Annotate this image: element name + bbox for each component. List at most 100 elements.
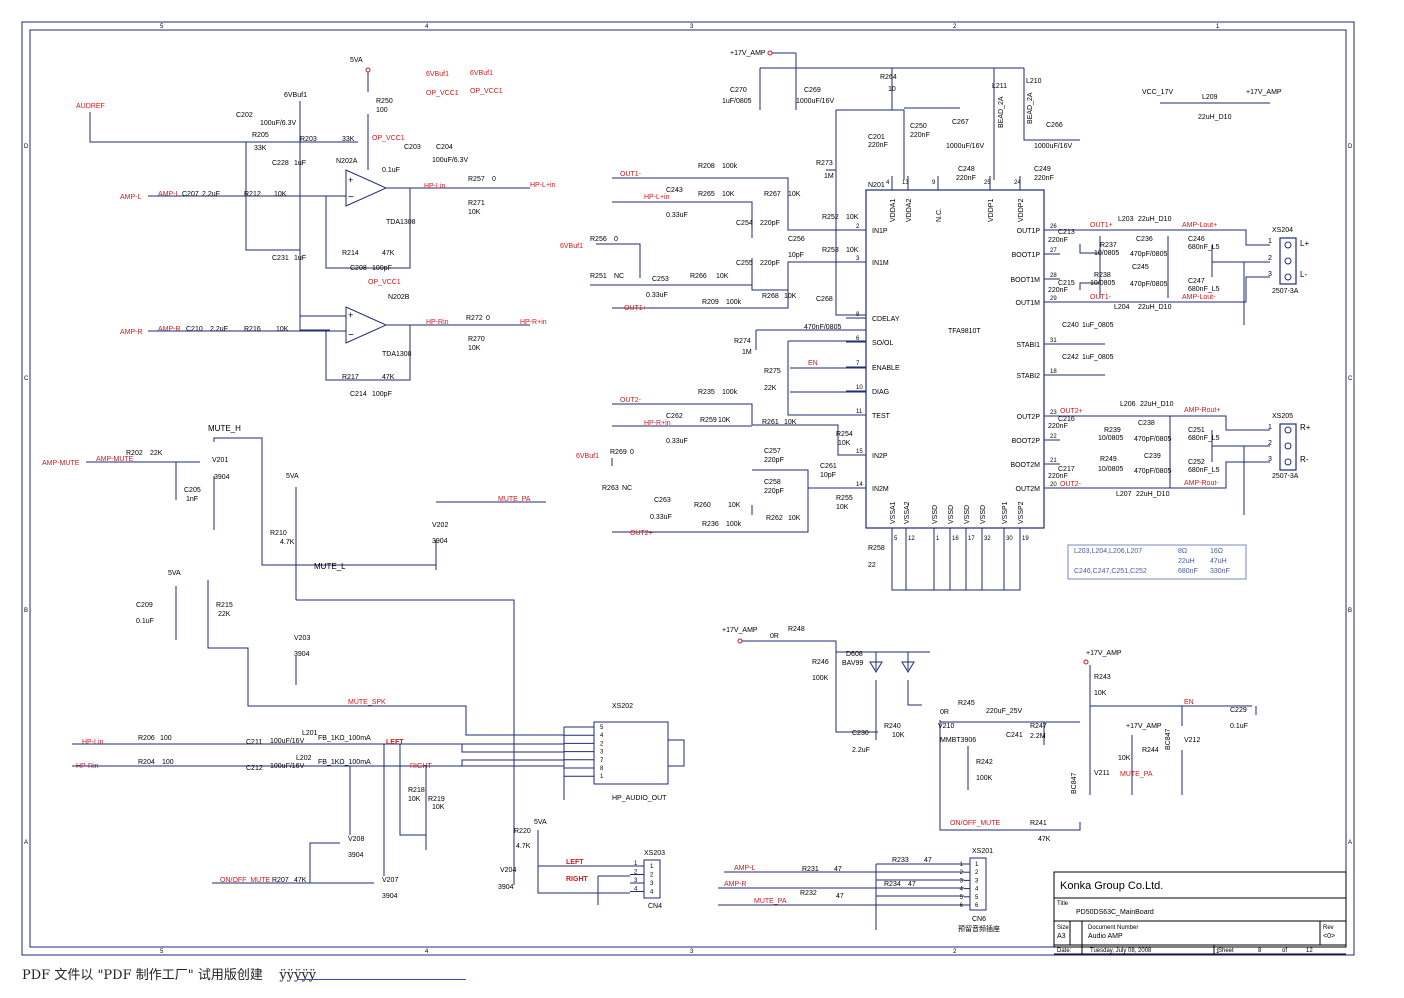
net-left-a: LEFT [386,739,404,746]
r261-ref: R261 [762,419,779,426]
r231-ref: R231 [802,866,819,873]
hp-output-section: HP-Lin HP-Rin R206 100 R204 100 C211 100… [72,703,685,910]
net-opvcc1-a: OP_VCC1 [372,135,405,142]
tfa-part: TFA9810T [948,328,981,335]
c236-value: 470pF/0805 [1130,251,1167,258]
xs203-pin-3: 3 [650,881,654,887]
svg-text:−: − [348,192,354,203]
tfa-pin-vssa1-0: VSSA1 [890,501,897,524]
tfa-pin-vssd-3: VSSD [948,505,955,524]
r220-ref: R220 [514,828,531,835]
net-out1m-in: OUT1- [620,171,642,178]
net-6vbuf1-left: 6VBuf1 [284,92,307,99]
table-cell-r0-c1: 8Ω [1178,548,1187,555]
r274-value: 1M [742,349,752,356]
footer-link[interactable]: ÿÿÿÿÿ [279,968,317,983]
outer-border [21,21,1355,956]
net-amp-rout-m: AMP-Rout- [1184,480,1219,487]
xs202-pin-8: 8 [600,766,604,772]
xs203-pin-4: 4 [650,890,654,896]
r209-ref: R209 [702,299,719,306]
c214-ref: C214 [350,391,367,398]
xs201-ref: XS201 [972,848,993,855]
tfa-pin-num-28: 28 [1050,273,1057,279]
r268-ref: R268 [762,293,779,300]
c238-value: 470pF/0805 [1134,436,1171,443]
rev-label: Rev [1323,925,1334,931]
c245-value: 470pF/0805 [1130,281,1167,288]
tfa-ref: N201 [868,182,885,189]
net-hp-l-in-b: HP-L+in [644,194,670,201]
r214-ref: R214 [342,250,359,257]
xs201-section: AMP-L AMP-R MUTE_PA R231 47 R233 47 R234… [718,848,1000,933]
xs204-lminus: L- [1300,270,1307,279]
tfa-pin-in2p: IN2P [872,453,888,460]
r234-value: 47 [908,881,916,888]
c214-value: 100pF [372,391,392,398]
rev-value: <0> [1323,933,1335,940]
net-left-b: LEFT [566,859,584,866]
r247-ref: R247 [1030,723,1047,730]
r248-ref: R248 [788,626,805,633]
c205-ref: C205 [184,487,201,494]
c251-ref: C251 [1188,427,1205,434]
xs203-pin-num-2: 2 [634,870,638,876]
c261-value: 10pF [820,472,836,479]
r206-ref: R206 [138,735,155,742]
v204-part: 3904 [498,884,514,891]
r262-value: 10K [788,515,801,522]
tfa-pin-num-17: 17 [968,536,975,542]
xs202-pin-2: 2 [600,741,604,747]
tfa-pin-in1p: IN1P [872,228,888,235]
r249-value: 10/0805 [1098,466,1123,473]
tfa-pin-vssd-4: VSSD [964,505,971,524]
c204-ref: C204 [436,144,453,151]
svg-text:3: 3 [1268,271,1272,278]
c246-value: 680nF_L5 [1188,244,1220,251]
tfa-pin-num-22: 22 [1050,434,1057,440]
net-6vbuf1-c: 6VBuf1 [576,453,599,460]
r253-value: 10K [846,247,859,254]
c242-ref: C242 [1062,354,1079,361]
v207-part: 3904 [382,893,398,900]
tfa-pin-num-10: 10 [856,385,863,391]
net-amp-l: AMP-L [120,194,142,201]
tfa-pin-cdelay: CDELAY [872,316,900,323]
xs203-pin-num-3: 3 [634,878,638,884]
xs201-pin-num-1: 1 [960,862,964,868]
tfa-pin-out1p: OUT1P [1017,228,1041,235]
tfa-pin-num-16: 16 [952,536,959,542]
net-out2m-in: OUT2- [620,397,642,404]
tfa-pin-out2m: OUT2M [1016,486,1041,493]
r273-ref: R273 [816,160,833,167]
zone-row-left-A: A [24,840,28,846]
tfa-pin-nc: N.C. [936,208,943,222]
r204-value: 100 [162,759,174,766]
tfa-pin-num-30: 30 [1006,536,1013,542]
l210-ref: L210 [1026,78,1042,85]
c248-ref: C248 [958,166,975,173]
table-cell-r2-c2: 330nF [1210,568,1230,575]
net-mute-pa-c: MUTE_PA [754,898,787,905]
c266-ref: C266 [1046,122,1063,129]
svg-text:2: 2 [1268,255,1272,262]
c266-value: 1000uF/16V [1034,143,1072,150]
tfa-pin-boot2m: BOOT2M [1010,462,1040,469]
tfa-pin-in2m: IN2M [872,486,889,493]
sheet-label: Sheet [1218,948,1234,954]
r239-value: 10/0805 [1098,435,1123,442]
r254-value: 10K [838,440,851,447]
v210-part: MMBT3906 [940,737,976,744]
c208-ref: C208 [350,265,367,272]
tfa-pin-num-9: 9 [932,180,936,186]
mute-control-section: +17V_AMP 0R R248 D608 BAV99 R246 100K R2… [722,626,1257,843]
net-amp-l-port: AMP-L [158,191,180,198]
r210-value: 4.7K [280,539,295,546]
v207-ref: V207 [382,877,398,884]
c255-value: 220pF [760,260,780,267]
r275-value: 22K [764,385,777,392]
r264-ref: R264 [880,74,897,81]
c230-value: 2.2uF [852,747,870,754]
